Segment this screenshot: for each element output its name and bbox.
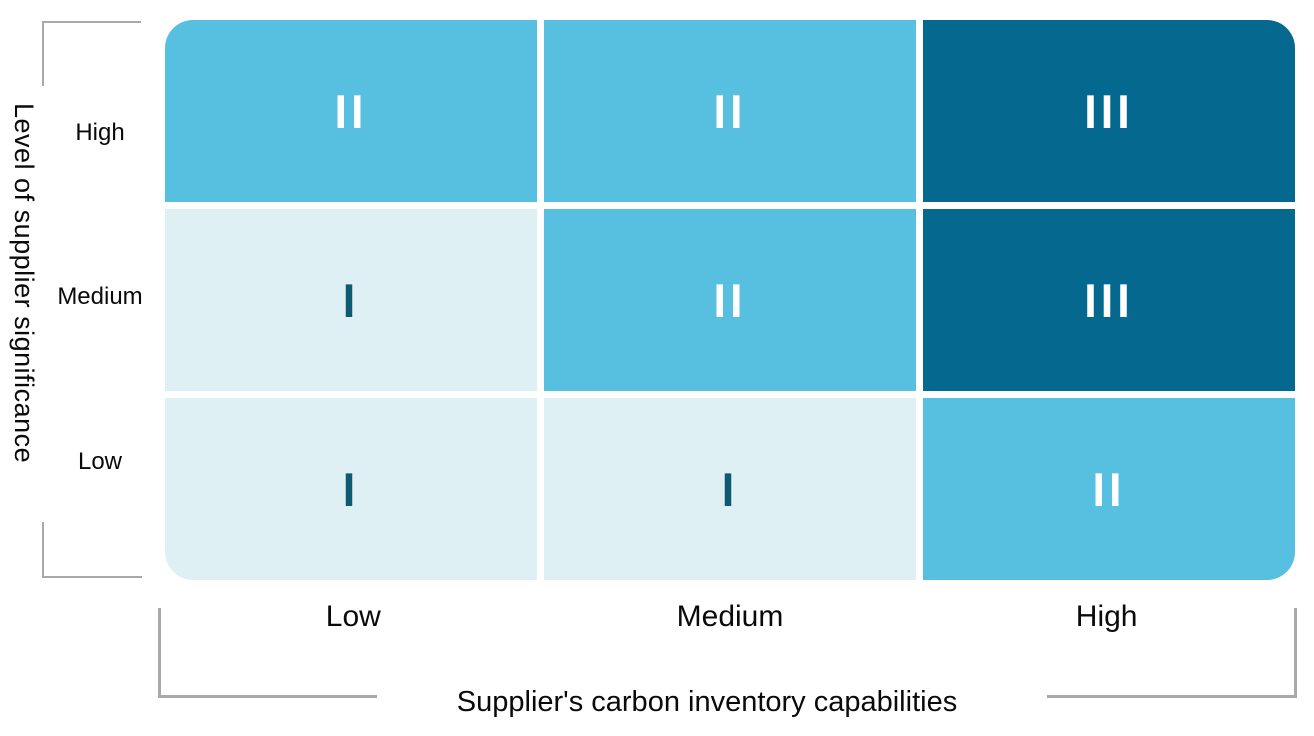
row-label-low: Low (77, 448, 123, 475)
matrix-cell-low-low: I (165, 398, 537, 580)
cell-numeral: I (342, 273, 360, 327)
col-label-high: High (1075, 600, 1138, 633)
y-axis-bracket-bottom-tick (43, 576, 142, 578)
matrix-cell-medium-medium: II (544, 209, 916, 391)
y-axis-bracket-bottom-segment (42, 522, 44, 578)
cell-numeral: II (713, 273, 747, 327)
x-axis-bracket-left-segment (158, 695, 377, 698)
x-axis-bracket-left-tick (158, 608, 161, 698)
x-axis-labels: Low Medium High (165, 600, 1295, 634)
matrix-cell-high-medium: II (544, 20, 916, 202)
col-label-low: Low (325, 600, 381, 633)
x-axis-bracket-right-segment (1047, 695, 1297, 698)
y-axis-bracket-top-segment (42, 21, 44, 86)
y-axis-bracket-top-tick (43, 21, 141, 23)
x-axis-title: Supplier's carbon inventory capabilities (456, 686, 958, 718)
cell-numeral: II (334, 84, 368, 138)
cell-numeral: I (342, 462, 360, 516)
matrix-cell-medium-low: I (165, 209, 537, 391)
cell-numeral: III (1084, 84, 1134, 138)
row-label-high: High (75, 119, 125, 146)
matrix-grid: II II III I II III I I II (165, 20, 1295, 580)
col-label-medium: Medium (676, 600, 784, 633)
matrix-cell-low-medium: I (544, 398, 916, 580)
y-axis-title: Level of supplier significance (9, 102, 39, 464)
cell-numeral: III (1084, 273, 1134, 327)
row-label-medium: Medium (57, 283, 143, 310)
cell-numeral: I (721, 462, 739, 516)
matrix-cell-high-high: III (923, 20, 1295, 202)
cell-numeral: II (713, 84, 747, 138)
cell-numeral: II (1092, 462, 1126, 516)
x-axis-bracket-right-tick (1294, 608, 1297, 698)
matrix-cell-medium-high: III (923, 209, 1295, 391)
matrix-cell-low-high: II (923, 398, 1295, 580)
matrix-cell-high-low: II (165, 20, 537, 202)
